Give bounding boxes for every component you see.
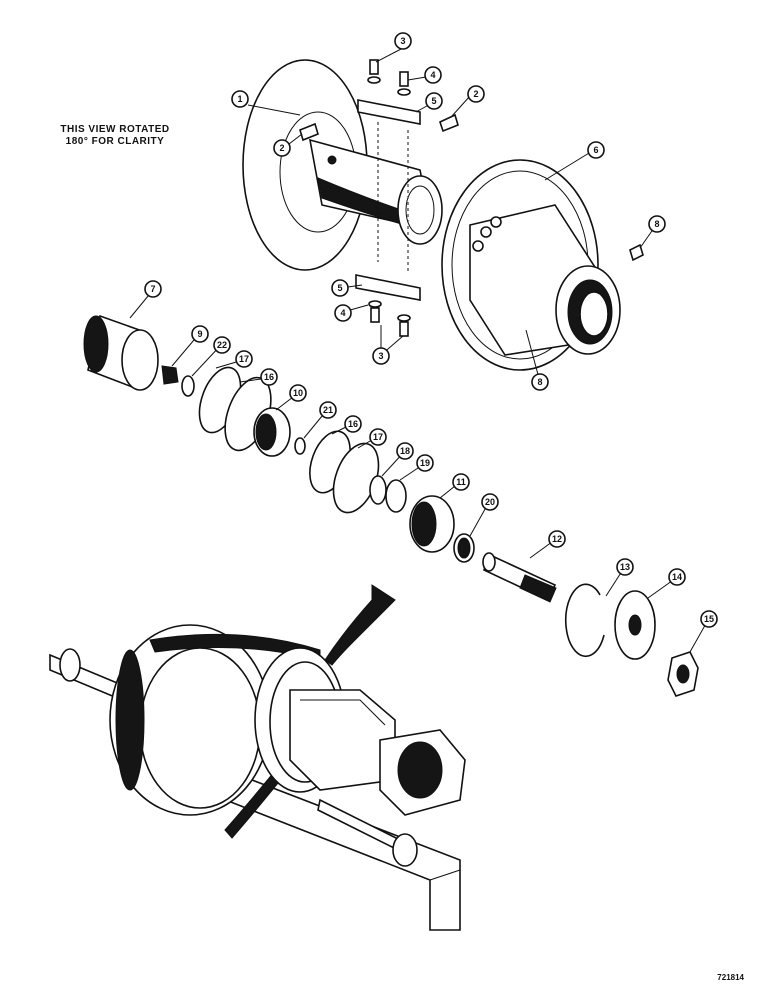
callout-3-bottom: 3	[372, 347, 390, 365]
callout-6: 6	[587, 141, 605, 159]
assembly-view	[49, 624, 466, 931]
svg-text:19: 19	[420, 458, 430, 468]
callout-9: 9	[191, 325, 209, 343]
svg-text:8: 8	[654, 219, 659, 229]
svg-text:17: 17	[373, 432, 383, 442]
svg-text:4: 4	[340, 308, 345, 318]
callout-17-upper: 17	[235, 350, 253, 368]
callout-3-top: 3	[394, 32, 412, 50]
svg-text:18: 18	[400, 446, 410, 456]
svg-text:22: 22	[217, 340, 227, 350]
svg-text:5: 5	[431, 96, 436, 106]
callout-14: 14	[668, 568, 686, 586]
retainer-ring-13	[564, 583, 605, 658]
svg-text:6: 6	[593, 145, 598, 155]
svg-text:4: 4	[430, 70, 435, 80]
callout-1: 1	[231, 90, 249, 108]
washer-14	[614, 590, 656, 660]
svg-text:3: 3	[400, 36, 405, 46]
svg-text:12: 12	[552, 534, 562, 544]
callout-12: 12	[548, 530, 566, 548]
callout-20: 20	[481, 493, 499, 511]
detail-arrow	[324, 584, 396, 666]
pulley-half-1	[242, 59, 443, 271]
callouts: 1 2 3 4 5 2 6 8 5 4 3 7 9 22 17 16 10 21…	[129, 32, 718, 653]
callout-2-right: 2	[467, 85, 485, 103]
callout-13: 13	[616, 558, 634, 576]
figure-number: 721814	[717, 973, 744, 982]
callout-5-top: 5	[425, 92, 443, 110]
nut-15	[667, 651, 699, 697]
callout-15: 15	[700, 610, 718, 628]
bushing-7	[83, 314, 159, 391]
callout-19: 19	[416, 454, 434, 472]
pulley-half-6	[441, 159, 644, 371]
callout-22: 22	[213, 336, 231, 354]
svg-text:17: 17	[239, 354, 249, 364]
svg-text:5: 5	[337, 283, 342, 293]
svg-text:16: 16	[348, 419, 358, 429]
svg-text:20: 20	[485, 497, 495, 507]
stud-shaft-12	[482, 552, 557, 603]
svg-text:13: 13	[620, 562, 630, 572]
upper-hardware	[299, 59, 459, 337]
callout-4-bottom: 4	[334, 304, 352, 322]
svg-text:14: 14	[672, 572, 682, 582]
svg-text:11: 11	[456, 477, 466, 487]
callout-18: 18	[396, 442, 414, 460]
seal-stack	[161, 365, 475, 563]
rotation-note-line-1: THIS VIEW ROTATED	[60, 124, 170, 135]
rotation-note-line-2: 180° FOR CLARITY	[65, 136, 165, 147]
svg-text:9: 9	[197, 329, 202, 339]
callout-11: 11	[452, 473, 470, 491]
callout-8-top: 8	[648, 215, 666, 233]
callout-4-top: 4	[424, 66, 442, 84]
rotation-note: THIS VIEW ROTATED 180° FOR CLARITY	[40, 124, 190, 148]
svg-text:3: 3	[378, 351, 383, 361]
callout-10: 10	[289, 384, 307, 402]
svg-text:2: 2	[279, 143, 284, 153]
callout-16-lower: 16	[344, 415, 362, 433]
callout-21: 21	[319, 401, 337, 419]
callout-2-left: 2	[273, 139, 291, 157]
svg-text:10: 10	[293, 388, 303, 398]
svg-text:16: 16	[264, 372, 274, 382]
svg-text:7: 7	[150, 284, 155, 294]
callout-7: 7	[144, 280, 162, 298]
callout-16-upper: 16	[260, 368, 278, 386]
callout-17-lower: 17	[369, 428, 387, 446]
svg-text:1: 1	[237, 94, 242, 104]
svg-text:21: 21	[323, 405, 333, 415]
callout-5-bottom: 5	[331, 279, 349, 297]
svg-text:15: 15	[704, 614, 714, 624]
svg-text:2: 2	[473, 89, 478, 99]
callout-8-bottom: 8	[531, 373, 549, 391]
svg-text:8: 8	[537, 377, 542, 387]
